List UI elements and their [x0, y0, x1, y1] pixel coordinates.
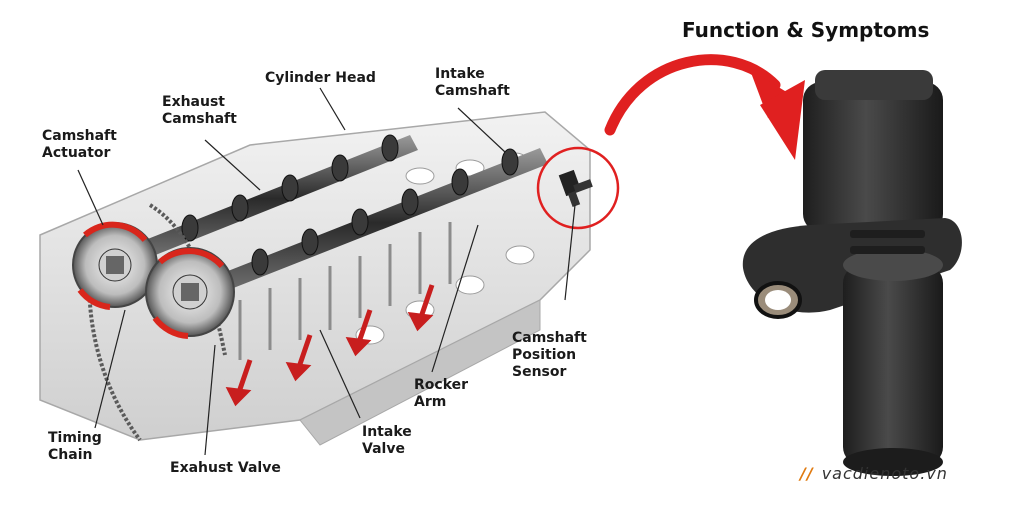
label-intake-valve: Intake Valve: [362, 424, 412, 457]
label-camshaft-actuator: Camshaft Actuator: [42, 128, 117, 161]
label-intake-camshaft: Intake Camshaft: [435, 66, 510, 99]
timing-chain-shape: [87, 203, 227, 442]
page-title: Function & Symptoms: [682, 18, 930, 42]
sensor-photo: [742, 70, 962, 476]
watermark-slash: //: [800, 464, 814, 483]
label-exhaust-valve: Exahust Valve: [170, 460, 281, 476]
label-exhaust-camshaft: Exhaust Camshaft: [162, 94, 237, 127]
label-rocker-arm: Rocker Arm: [414, 377, 469, 410]
valve-motion-arrows: [225, 284, 435, 407]
watermark: // vacdienoto.vn: [800, 464, 948, 483]
camshaft-actuator-exhaust: [72, 221, 158, 310]
sensor-highlight-circle: [536, 146, 620, 230]
leader-lines: [77, 87, 576, 456]
watermark-text: vacdienoto.vn: [821, 464, 948, 483]
label-timing-chain: Timing Chain: [48, 430, 102, 463]
exhaust-camshaft-shape: [130, 134, 418, 262]
valve-train: [238, 222, 452, 360]
label-cylinder-head: Cylinder Head: [265, 70, 376, 86]
curved-arrow-icon: [604, 54, 805, 160]
camshaft-actuator-intake: [145, 247, 235, 339]
label-camshaft-position-sensor: Camshaft Position Sensor: [512, 330, 587, 380]
intake-camshaft-shape: [200, 148, 548, 298]
small-sensor-shape: [558, 169, 593, 207]
